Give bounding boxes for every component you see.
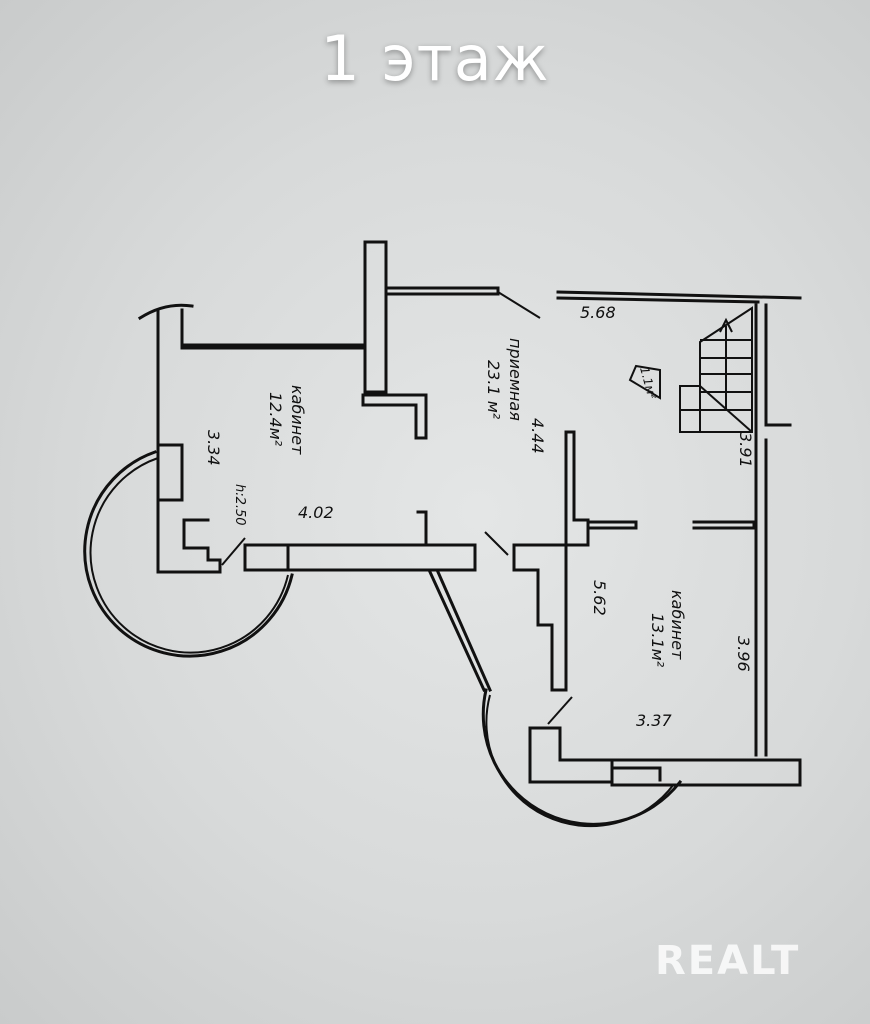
room-area-stair-closet: 1.1м² [637,365,659,401]
bay-windows [83,450,683,828]
dimension-label: 4.02 [298,503,334,522]
dimension-label: 3.96 [734,636,753,672]
room-label-office-2: кабинет [668,590,687,660]
floor-title: 1 этаж [320,22,550,95]
room-label-office-1: кабинет [288,385,307,455]
dimension-label: 3.91 [736,432,755,468]
room-area-reception: 23.1 м² [484,360,503,420]
room-area-office-2: 13.1м² [648,613,667,668]
dimension-label: 3.37 [636,711,672,730]
ceiling-height-label: h:2.50 [232,484,247,526]
dimension-label: 3.34 [204,430,223,466]
room-label-reception: приемная [506,338,525,421]
room-area-office-1: 12.4м² [266,392,285,447]
realt-watermark-logo: REALT [655,938,801,984]
dimension-label: 5.62 [590,580,609,616]
staircase [628,306,753,433]
dimension-label: 4.44 [528,418,547,454]
dimension-label: 5.68 [580,303,616,322]
walls [137,240,802,787]
